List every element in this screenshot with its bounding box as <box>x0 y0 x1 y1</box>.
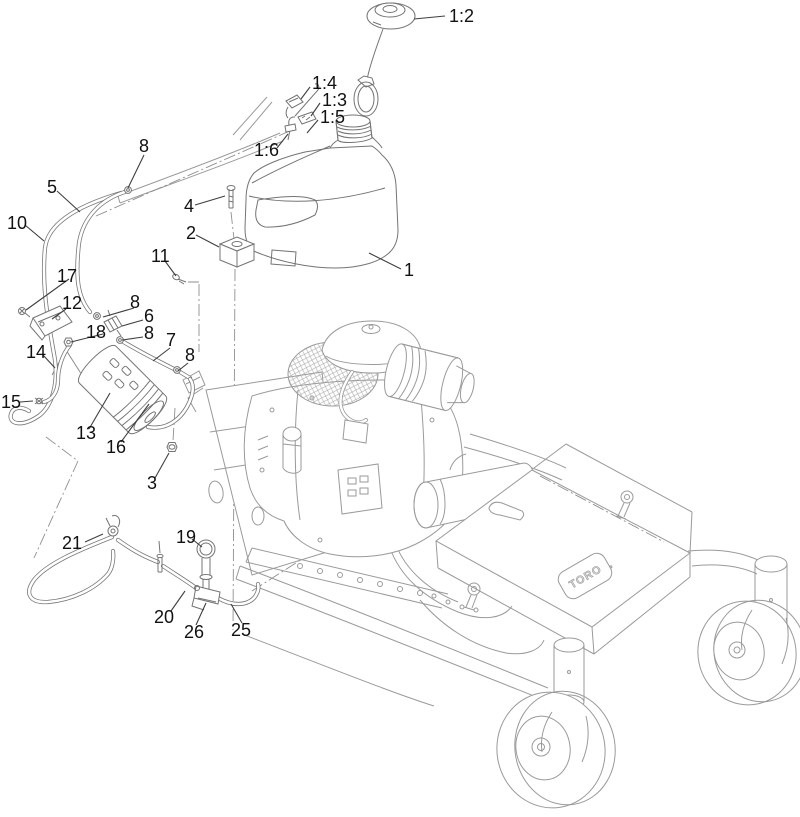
charcoal-canister-13 <box>78 345 168 435</box>
callout-25: 25 <box>231 620 251 640</box>
callout-2: 2 <box>186 223 196 243</box>
fitting-19 <box>196 539 216 592</box>
callout-12: 12 <box>62 293 82 313</box>
air-cleaner <box>384 343 475 412</box>
fuel-cap <box>351 2 416 134</box>
callout-26: 26 <box>184 622 204 642</box>
bolt-4 <box>226 185 236 209</box>
callout-18: 18 <box>86 322 106 342</box>
callout-1-5: 1:5 <box>320 107 345 127</box>
callout-1-3: 1:3 <box>322 90 347 110</box>
nut-3 <box>166 442 178 452</box>
engine <box>243 320 545 655</box>
filler-neck <box>329 114 383 149</box>
leader-lines <box>19 15 446 626</box>
caster-wheel-right <box>697 555 800 706</box>
screw-17 <box>18 307 31 318</box>
callout-10: 10 <box>7 213 27 233</box>
bolt-11 <box>172 273 187 285</box>
callout-17: 17 <box>57 266 77 286</box>
callout-20: 20 <box>154 607 174 627</box>
caster-wheel-left <box>496 637 616 809</box>
bracket-26 <box>191 585 221 611</box>
callout-8d: 8 <box>185 345 195 365</box>
callout-21: 21 <box>62 533 82 553</box>
callout-3: 3 <box>147 473 157 493</box>
fitting-15 <box>34 397 44 405</box>
callout-1: 1 <box>404 260 414 280</box>
inline-fastener <box>156 540 164 573</box>
check-valve-6 <box>103 309 123 337</box>
clip-21 <box>105 515 121 537</box>
deck-hook-icon <box>463 490 634 611</box>
callout-1-6: 1:6 <box>254 140 279 160</box>
callout-13: 13 <box>76 423 96 443</box>
callout-8a: 8 <box>139 136 149 156</box>
drain-hose-assembly <box>29 515 258 611</box>
callout-labels: 1:2 1:4 1:3 1:5 1:6 8 5 4 10 2 11 17 12 … <box>1 6 474 642</box>
fuel-tank <box>244 114 399 269</box>
mower-deck: TORO <box>235 443 800 809</box>
rubber-bumper-2 <box>218 236 256 268</box>
callout-15: 15 <box>1 392 21 412</box>
vent-fittings <box>284 83 320 141</box>
callout-4: 4 <box>184 196 194 216</box>
callout-14: 14 <box>26 342 46 362</box>
callout-8b: 8 <box>130 292 140 312</box>
callout-11: 11 <box>151 246 170 266</box>
callout-8c: 8 <box>144 323 154 343</box>
callout-1-4: 1:4 <box>312 73 337 93</box>
callout-1-2: 1:2 <box>449 6 474 26</box>
callout-7: 7 <box>166 330 176 350</box>
callout-16: 16 <box>106 437 126 457</box>
bracket-12 <box>29 305 73 341</box>
callout-6: 6 <box>144 306 154 326</box>
callout-5: 5 <box>47 177 57 197</box>
callout-19: 19 <box>176 527 196 547</box>
